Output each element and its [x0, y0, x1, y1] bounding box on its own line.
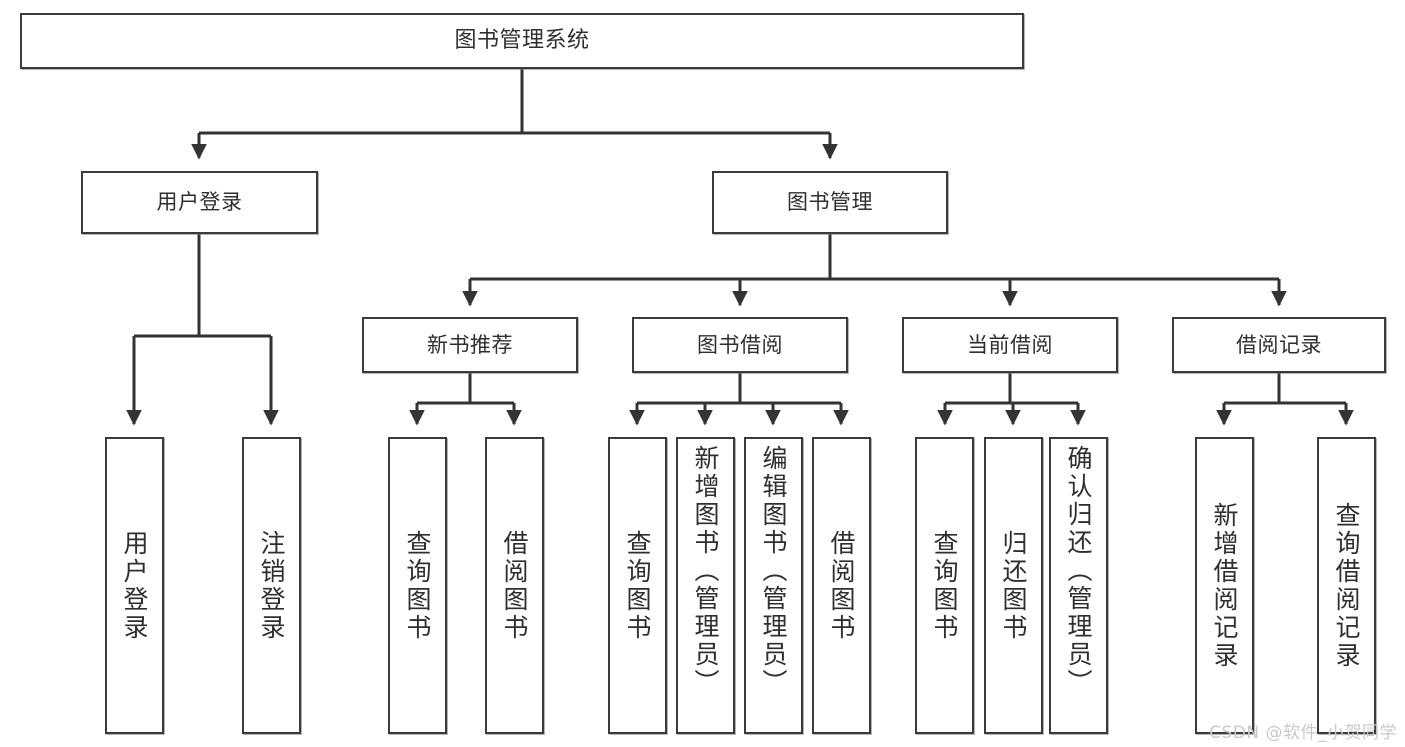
node-label: 确认归还（管理员） — [1064, 445, 1093, 697]
node-label: 新增借阅记录 — [1210, 501, 1239, 670]
node-label: 图书管理系统 — [454, 28, 590, 54]
node-label: 编辑图书（管理员） — [759, 445, 788, 697]
node-label: 查询借阅记录 — [1332, 501, 1361, 670]
leaf-borrow-book-recommend[interactable]: 借阅图书 — [485, 437, 544, 734]
leaf-add-book-admin[interactable]: 新增图书（管理员） — [676, 437, 735, 734]
node-label: 图书管理 — [787, 190, 873, 215]
node-label: 查询图书 — [623, 529, 652, 642]
node-current-borrow[interactable]: 当前借阅 — [902, 317, 1118, 373]
node-new-book-recommend[interactable]: 新书推荐 — [362, 317, 578, 373]
node-borrow-record[interactable]: 借阅记录 — [1172, 317, 1386, 373]
leaf-borrow-book[interactable]: 借阅图书 — [812, 437, 871, 734]
node-label: 注销登录 — [257, 529, 286, 642]
node-label: 借阅图书 — [827, 529, 856, 642]
leaf-user-login[interactable]: 用户登录 — [105, 437, 164, 734]
leaf-query-book-borrow[interactable]: 查询图书 — [608, 437, 667, 734]
leaf-return-book[interactable]: 归还图书 — [984, 437, 1043, 734]
node-book-borrow[interactable]: 图书借阅 — [632, 317, 848, 373]
node-label: 新增图书（管理员） — [691, 445, 720, 697]
node-label: 新书推荐 — [427, 332, 513, 357]
leaf-query-borrow-record[interactable]: 查询借阅记录 — [1317, 437, 1376, 734]
leaf-query-book-current[interactable]: 查询图书 — [915, 437, 974, 734]
leaf-confirm-return-admin[interactable]: 确认归还（管理员） — [1049, 437, 1108, 734]
node-book-management[interactable]: 图书管理 — [712, 171, 948, 234]
leaf-edit-book-admin[interactable]: 编辑图书（管理员） — [744, 437, 803, 734]
leaf-query-book-recommend[interactable]: 查询图书 — [388, 437, 447, 734]
node-label: 查询图书 — [403, 529, 432, 642]
node-label: 归还图书 — [999, 529, 1028, 642]
node-label: 当前借阅 — [967, 332, 1053, 357]
node-label: 用户登录 — [156, 190, 243, 215]
node-label: 用户登录 — [120, 529, 149, 642]
node-user-login[interactable]: 用户登录 — [81, 171, 318, 234]
csdn-watermark: CSDN @软件_小贺同学 — [1209, 723, 1397, 743]
node-root-system[interactable]: 图书管理系统 — [20, 13, 1024, 69]
leaf-add-borrow-record[interactable]: 新增借阅记录 — [1195, 437, 1254, 734]
node-label: 图书借阅 — [697, 332, 783, 357]
node-label: 借阅记录 — [1236, 332, 1322, 357]
node-label: 借阅图书 — [500, 529, 529, 642]
leaf-logout[interactable]: 注销登录 — [242, 437, 301, 734]
node-label: 查询图书 — [930, 529, 959, 642]
